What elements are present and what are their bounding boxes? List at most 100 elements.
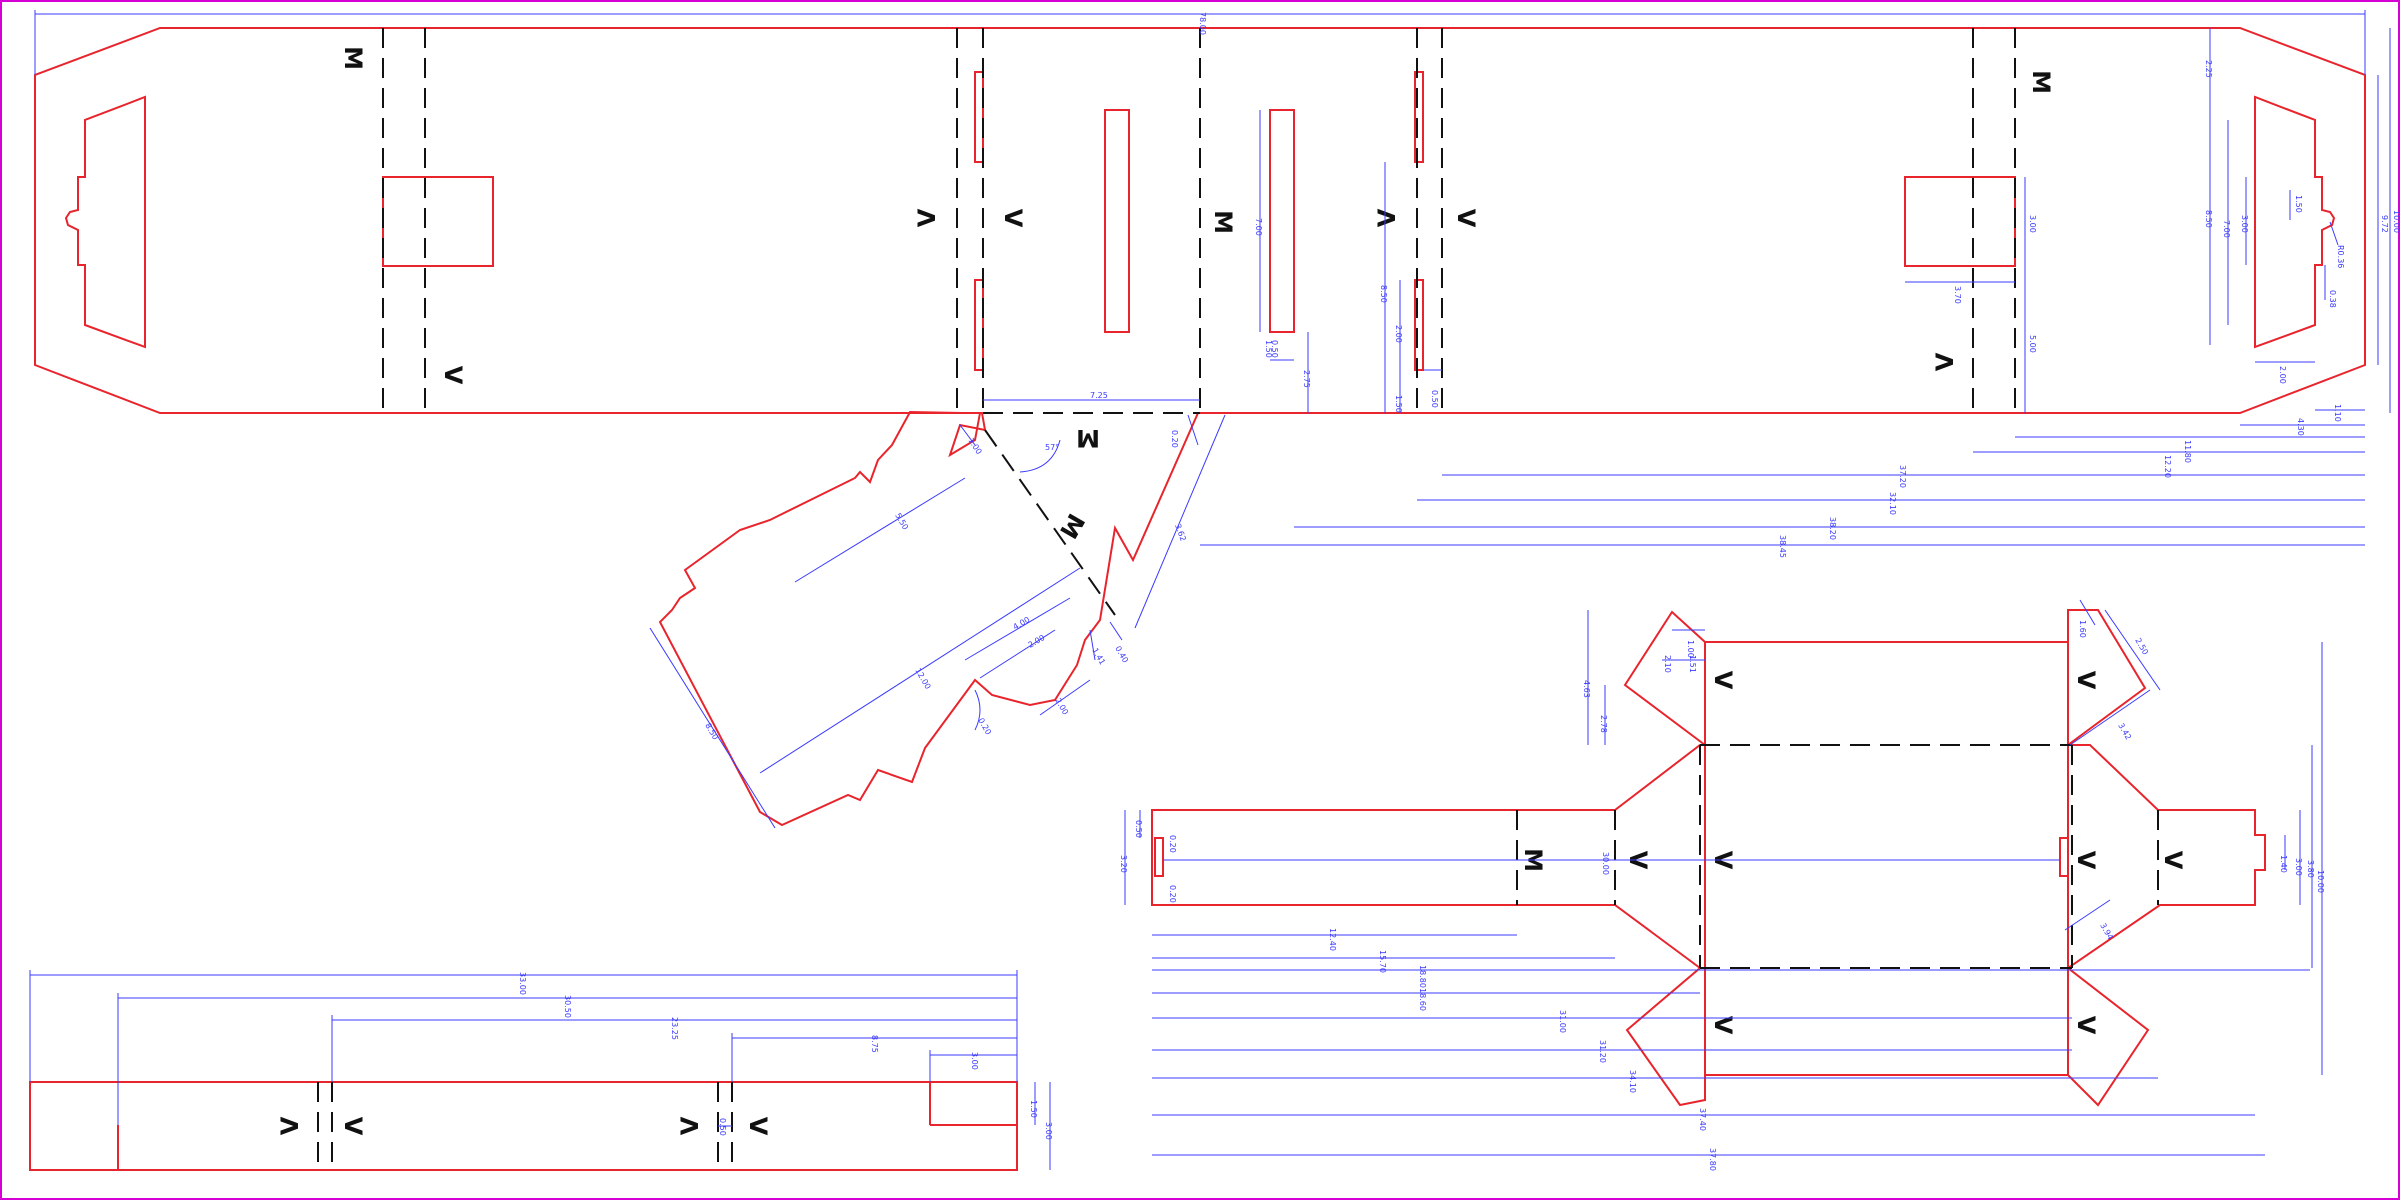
dimension-label: 7.00 (2222, 220, 2231, 238)
fold-mark: V (1452, 209, 1480, 228)
dimension-label: 0.38 (2328, 290, 2337, 308)
dimension-label: 3.70 (1953, 286, 1962, 304)
fold-mark: V (2072, 851, 2100, 870)
dimension-label: 18.80 (1418, 965, 1427, 988)
dimension-label: 3.00 (970, 1052, 979, 1070)
right-top-flap (1623, 610, 1706, 746)
dimension-label: 0.50 (1430, 390, 1439, 408)
dimension-label: 38.20 (1828, 517, 1837, 540)
fold-mark: V (999, 209, 1027, 228)
dimension-label: 0.20 (976, 717, 993, 737)
dimension-label: 3.42 (2116, 722, 2133, 742)
top-slot-g (1414, 279, 1424, 371)
right-dimensions: 1.00 2.10 1.51 4.63 2.78 1.60 2.50 3.42 … (1119, 599, 2325, 1171)
dimension-label: 4.30 (2296, 418, 2305, 436)
dimension-label: 33.00 (518, 972, 527, 995)
fold-mark: V (276, 1116, 304, 1135)
right-slot-right (2059, 837, 2069, 877)
dimension-label: 2.78 (1599, 715, 1608, 733)
dimension-label: 5.50 (893, 512, 910, 532)
dimension-label: 2.75 (1302, 370, 1311, 388)
dimension-label: 3.00 (2240, 215, 2249, 233)
top-slot-f (1414, 71, 1424, 163)
dimension-label: 34.10 (1628, 1070, 1637, 1093)
fold-mark: V (439, 366, 467, 385)
dimension-label: 10.00 (2392, 210, 2400, 233)
dimension-label: 18.60 (1418, 988, 1427, 1011)
dimension-label: 57° (1045, 443, 1059, 452)
dimension-label: 7.25 (1090, 391, 1108, 400)
dimension-label: 0.20 (1168, 885, 1177, 903)
dimension-label: 37.40 (1698, 1108, 1707, 1131)
dimension-label: 1.40 (2279, 855, 2288, 873)
dimension-label: 37.80 (1708, 1148, 1717, 1171)
fold-mark: M (2027, 70, 2055, 94)
fold-mark: V (744, 1117, 772, 1136)
dimension-label: 31.00 (1558, 1010, 1567, 1033)
top-slot-e (1269, 109, 1295, 333)
dimension-label: 1.10 (2333, 404, 2342, 422)
dimension-label: 0.40 (1113, 645, 1130, 665)
dimension-label: 0.50 (1270, 340, 1279, 358)
right-dieline: M V V V V V V V V (1151, 609, 2266, 1107)
bottom-dimensions: 33.00 30.50 23.25 8.75 3.00 1.50 3.00 0.… (29, 970, 1053, 1170)
fold-mark: V (1931, 352, 1959, 371)
dimension-label: 3.00 (1044, 1122, 1053, 1140)
dimension-label: 30.00 (1601, 852, 1610, 875)
dimension-label: 4.63 (1582, 680, 1591, 698)
top-slot-c (974, 279, 984, 371)
fold-mark: V (676, 1116, 704, 1135)
fold-mark: V (339, 1117, 367, 1136)
dimension-label: 2.00 (1053, 697, 1070, 717)
bottom-strip-outline (29, 1081, 1018, 1171)
top-slot-a (382, 176, 494, 267)
dimension-label: 2.00 (1394, 325, 1403, 343)
dimension-label: 15.70 (1378, 950, 1387, 973)
dimension-label: 0.20 (1170, 430, 1179, 448)
dimension-label: 1.00 (966, 436, 983, 456)
dimension-label: 9.72 (2380, 215, 2389, 233)
dimension-label: 3.80 (2306, 860, 2315, 878)
dimension-label: 3.20 (1119, 855, 1128, 873)
fold-mark: M (339, 46, 367, 70)
dimension-label: 1.41 (1090, 647, 1107, 667)
dimension-label: 2.10 (1663, 655, 1672, 673)
dimension-label: 8.50 (703, 722, 720, 742)
dimension-label: 3.00 (2028, 215, 2037, 233)
dimension-label: 3.00 (2294, 858, 2303, 876)
top-panel-right-window (2254, 95, 2336, 349)
fold-mark: V (2159, 851, 2187, 870)
fold-mark: V (1373, 208, 1401, 227)
right-slot-left (1154, 837, 1164, 877)
tilted-dimensions: 7.25 1.00 57° 0.20 3.62 5.50 12.00 0.40 … (649, 391, 1226, 829)
top-fold-marks: M V V V M M M V V M V (339, 46, 2055, 543)
top-slot-d (1104, 109, 1130, 333)
dimension-label: 1.50 (1264, 340, 1273, 358)
dimension-label: R0.36 (2336, 245, 2345, 268)
dimension-label: 2.50 (2133, 637, 2150, 657)
dimension-label: 8.50 (2204, 210, 2213, 228)
top-panel-left-window (64, 95, 146, 349)
dimension-label: 2.00 (2278, 366, 2287, 384)
dimension-label: 1.00 (1686, 640, 1695, 658)
dimension-label: 12.00 (913, 667, 932, 691)
fold-mark: V (1709, 1016, 1737, 1035)
dimension-label: 1.51 (1688, 655, 1697, 673)
dimension-label: 5.00 (2028, 335, 2037, 353)
dimension-label: 12.20 (2163, 455, 2172, 478)
dimension-label: 8.75 (870, 1035, 879, 1053)
dimension-label: 2.00 (1027, 633, 1047, 650)
dimension-label: 4.00 (1012, 615, 1032, 632)
dimension-label: 7.00 (1254, 218, 1263, 236)
dimension-label: 12.40 (1328, 928, 1337, 951)
dimension-label: 1.50 (2294, 195, 2303, 213)
dimension-label: 78.00 (1198, 12, 1207, 35)
dimension-label: 0.20 (1168, 835, 1177, 853)
dimension-label: 11.80 (2183, 440, 2192, 463)
fold-mark: V (1709, 671, 1737, 690)
dimension-label: 1.60 (2078, 620, 2087, 638)
fold-mark: V (913, 208, 941, 227)
dimension-label: 0.50 (718, 1118, 727, 1136)
